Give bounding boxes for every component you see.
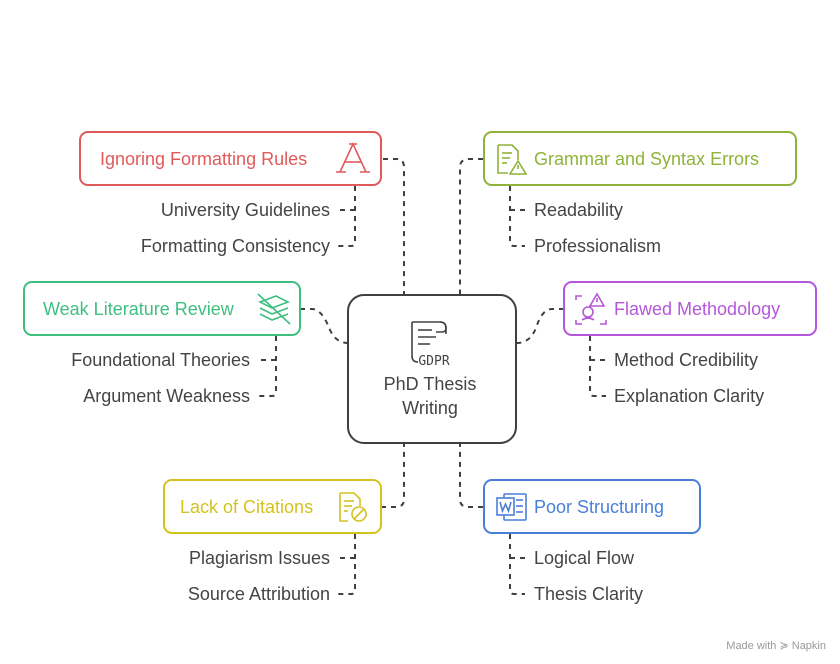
branch-item: Explanation Clarity	[614, 386, 764, 406]
branch-title: Flawed Methodology	[614, 299, 780, 319]
center-title-line1: PhD Thesis	[384, 374, 477, 394]
branch-formatting: Ignoring Formatting Rules University Gui…	[79, 131, 382, 256]
gdpr-document-icon	[411, 321, 447, 363]
center-title-line2: Writing	[402, 398, 458, 418]
center-node: GDPR PhD Thesis Writing	[347, 294, 517, 444]
word-document-icon	[496, 493, 527, 521]
center-icon-text: GDPR	[418, 354, 449, 369]
document-warning-icon	[497, 144, 528, 175]
branch-item: Source Attribution	[188, 584, 330, 604]
branch-item: Argument Weakness	[83, 386, 250, 406]
letter-a-icon	[336, 142, 370, 173]
connectors	[258, 158, 606, 595]
branch-item: Logical Flow	[534, 548, 635, 568]
branch-item: Professionalism	[534, 236, 661, 256]
branch-structuring: Poor Structuring Logical Flow Thesis Cla…	[483, 479, 701, 604]
branch-item: University Guidelines	[161, 200, 330, 220]
branch-item: Method Credibility	[614, 350, 758, 370]
branch-item: Formatting Consistency	[141, 236, 330, 256]
branch-item: Readability	[534, 200, 623, 220]
flask-warning-icon	[575, 292, 607, 325]
branch-title: Poor Structuring	[534, 497, 664, 517]
stacked-books-crossed-icon	[257, 293, 291, 325]
branch-citations: Lack of Citations Plagiarism Issues Sour…	[163, 479, 382, 604]
branch-title: Ignoring Formatting Rules	[100, 149, 307, 169]
branch-title: Grammar and Syntax Errors	[534, 149, 759, 169]
branch-item: Plagiarism Issues	[189, 548, 330, 568]
branch-item: Thesis Clarity	[534, 584, 643, 604]
branch-grammar: Grammar and Syntax Errors Readability Pr…	[483, 131, 797, 256]
document-blocked-icon	[339, 492, 367, 522]
branch-methodology: Flawed Methodology Method Credibility Ex…	[563, 281, 817, 406]
branch-title: Weak Literature Review	[43, 299, 235, 319]
napkin-watermark: Made with ≽ Napkin	[726, 640, 826, 652]
branch-literature: Weak Literature Review Foundational Theo…	[23, 281, 301, 406]
branch-item: Foundational Theories	[71, 350, 250, 370]
branch-title: Lack of Citations	[180, 497, 313, 517]
